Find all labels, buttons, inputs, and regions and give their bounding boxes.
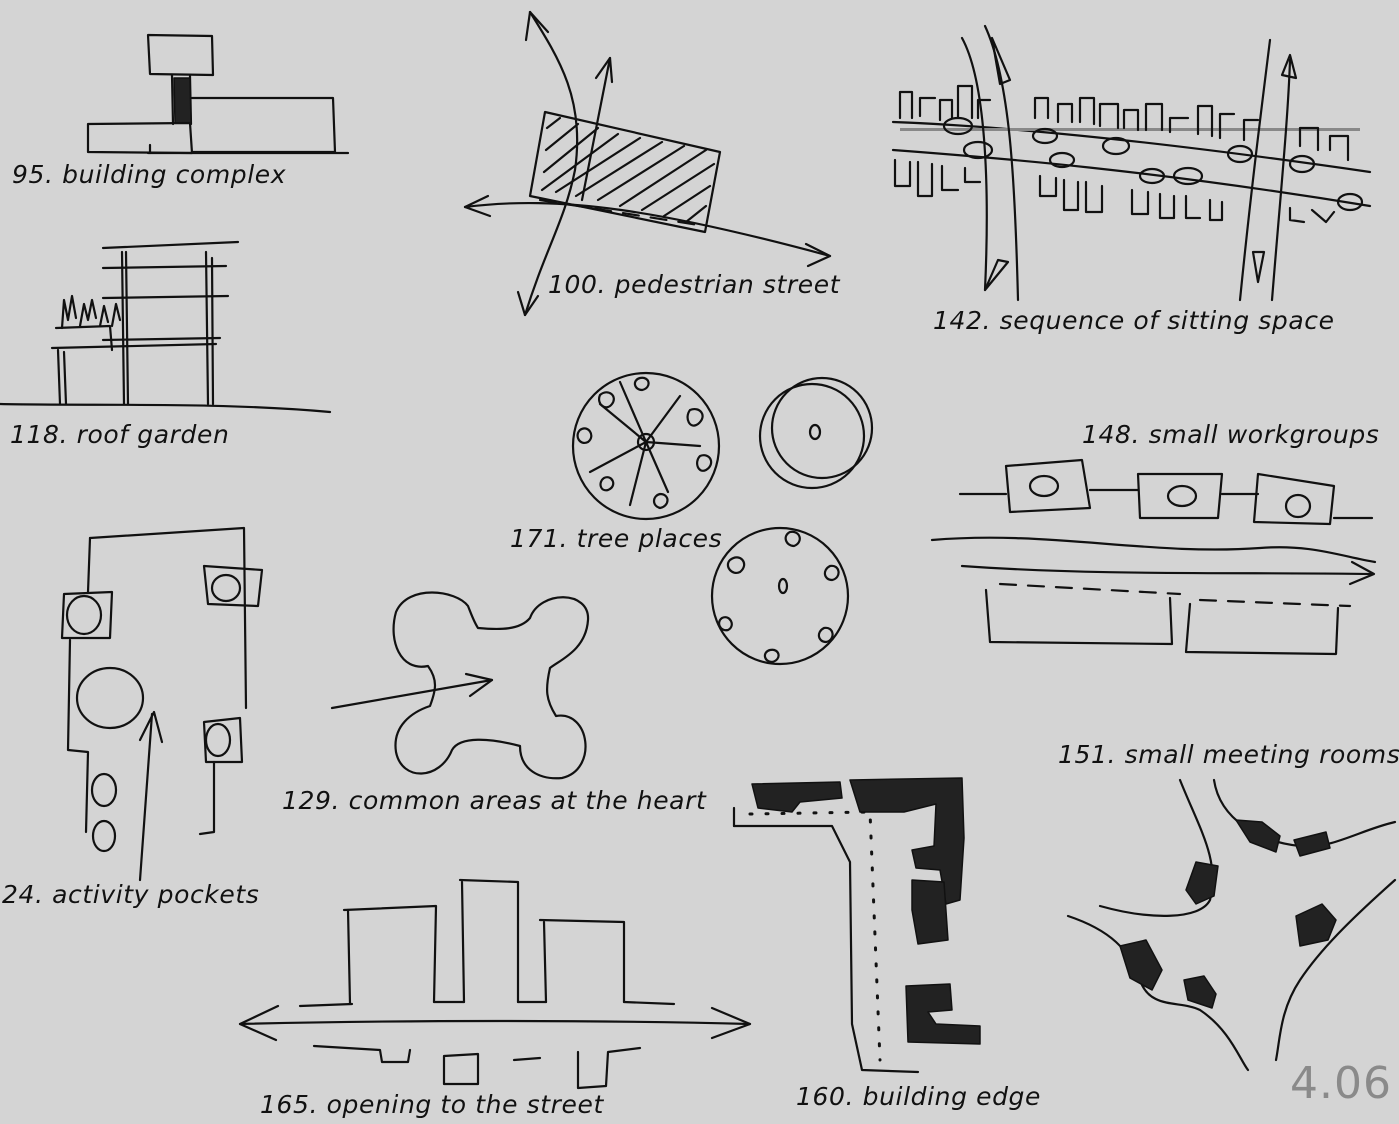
pattern-label-100: 100. pedestrian street	[548, 270, 840, 299]
small-workgroups-sketch	[932, 460, 1375, 654]
opening-to-street-sketch	[240, 880, 750, 1088]
pattern-label-24: 24. activity pockets	[2, 880, 259, 909]
pattern-label-148: 148. small workgroups	[1082, 420, 1379, 449]
pattern-label-118: 118. roof garden	[10, 420, 229, 449]
sitting-space-sketch	[893, 26, 1370, 300]
pattern-label-142: 142. sequence of sitting space	[933, 306, 1335, 335]
pattern-label-151: 151. small meeting rooms	[1058, 740, 1399, 769]
activity-pockets-sketch	[62, 528, 262, 880]
pattern-label-129: 129. common areas at the heart	[282, 786, 706, 815]
pattern-label-160: 160. building edge	[796, 1082, 1041, 1111]
common-areas-sketch	[332, 593, 588, 779]
pattern-label-165: 165. opening to the street	[260, 1090, 604, 1119]
pattern-label-95: 95. building complex	[12, 160, 286, 189]
tree-places-sketch	[573, 373, 872, 664]
pattern-label-171: 171. tree places	[510, 524, 722, 553]
small-meeting-rooms-sketch	[1068, 780, 1395, 1070]
roof-garden-sketch	[0, 242, 330, 412]
page-number: 4.06	[1290, 1058, 1392, 1109]
building-edge-sketch	[734, 778, 980, 1072]
building-complex-sketch	[88, 35, 348, 153]
